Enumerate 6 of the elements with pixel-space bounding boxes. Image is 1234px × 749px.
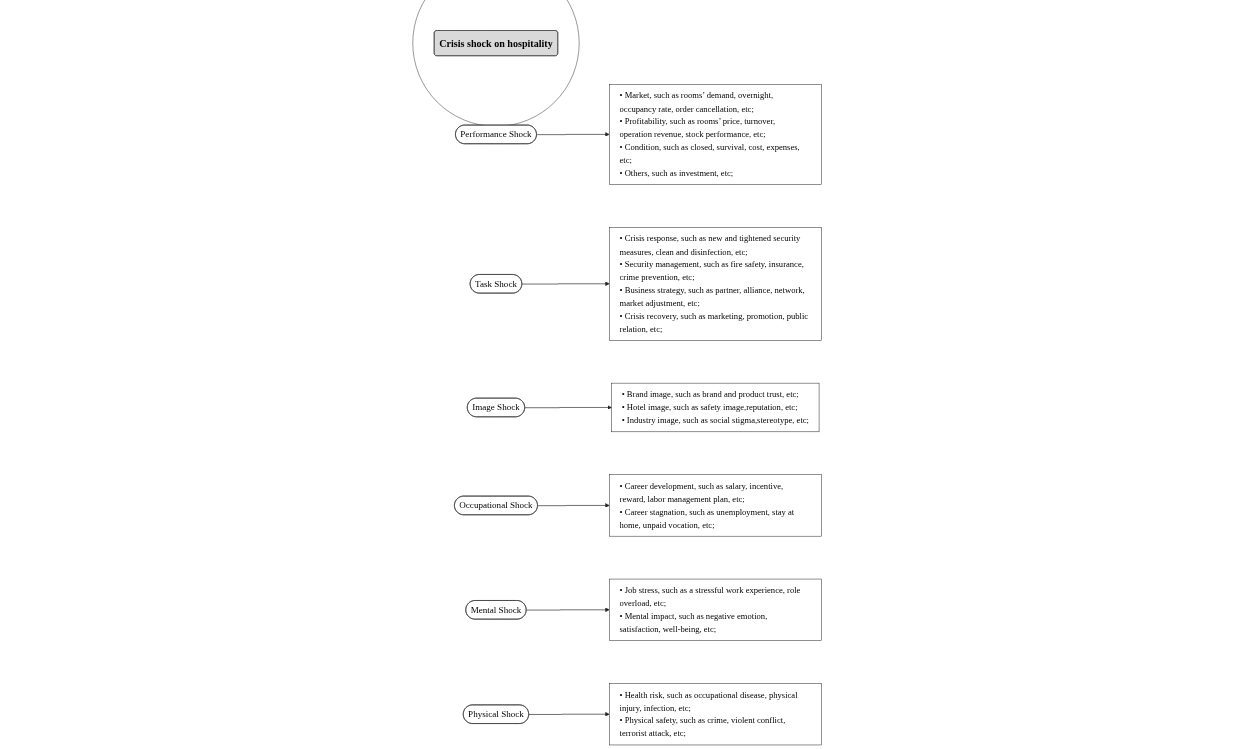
node-box bbox=[609, 578, 822, 641]
node-box bbox=[609, 84, 822, 185]
node-box bbox=[611, 382, 820, 433]
node-box bbox=[609, 683, 822, 746]
node-box bbox=[609, 227, 822, 341]
node-box bbox=[609, 474, 822, 537]
